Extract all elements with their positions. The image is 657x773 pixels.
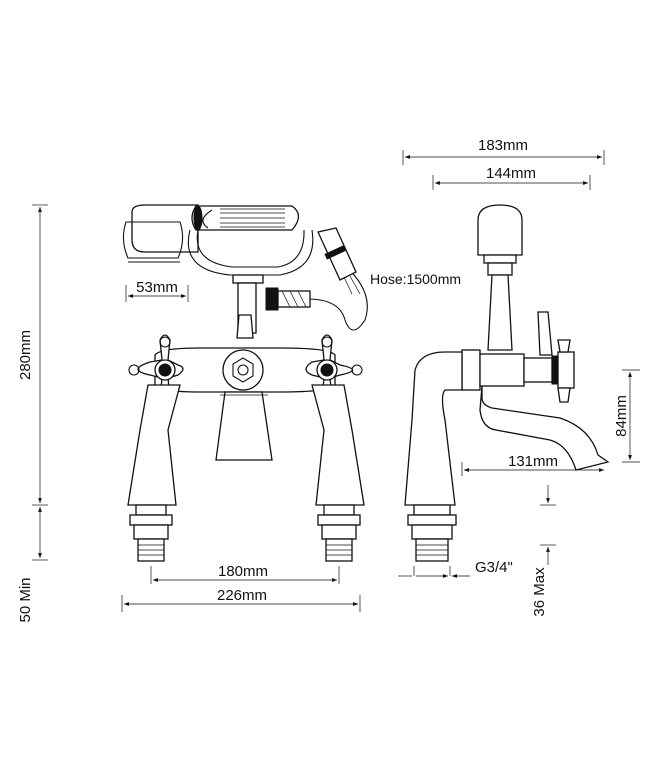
mixer-body (154, 347, 336, 461)
dim-g34: G3/4" (475, 559, 513, 576)
dim-hose: Hose:1500mm (370, 271, 461, 287)
handshower (122, 204, 300, 263)
hose-connector (265, 227, 368, 331)
right-leg (311, 384, 365, 562)
dim-50-min: 50 Min (17, 577, 34, 622)
dim-144mm: 144mm (486, 165, 536, 182)
dimension-lines (32, 150, 640, 612)
dimension-labels: 183mm 144mm 53mm Hose:1500mm 280mm 50 Mi… (17, 137, 630, 623)
dim-226mm: 226mm (217, 587, 267, 604)
diverter-lever (236, 314, 254, 339)
dim-180mm: 180mm (218, 563, 268, 580)
front-view (122, 204, 368, 562)
dim-183mm: 183mm (478, 137, 528, 154)
dim-53mm: 53mm (136, 279, 178, 296)
dim-84mm: 84mm (613, 395, 630, 437)
left-leg (127, 384, 181, 562)
side-view (404, 204, 610, 562)
dim-280mm: 280mm (17, 330, 34, 380)
dim-131mm: 131mm (508, 453, 558, 470)
dim-36-max: 36 Max (531, 567, 548, 617)
